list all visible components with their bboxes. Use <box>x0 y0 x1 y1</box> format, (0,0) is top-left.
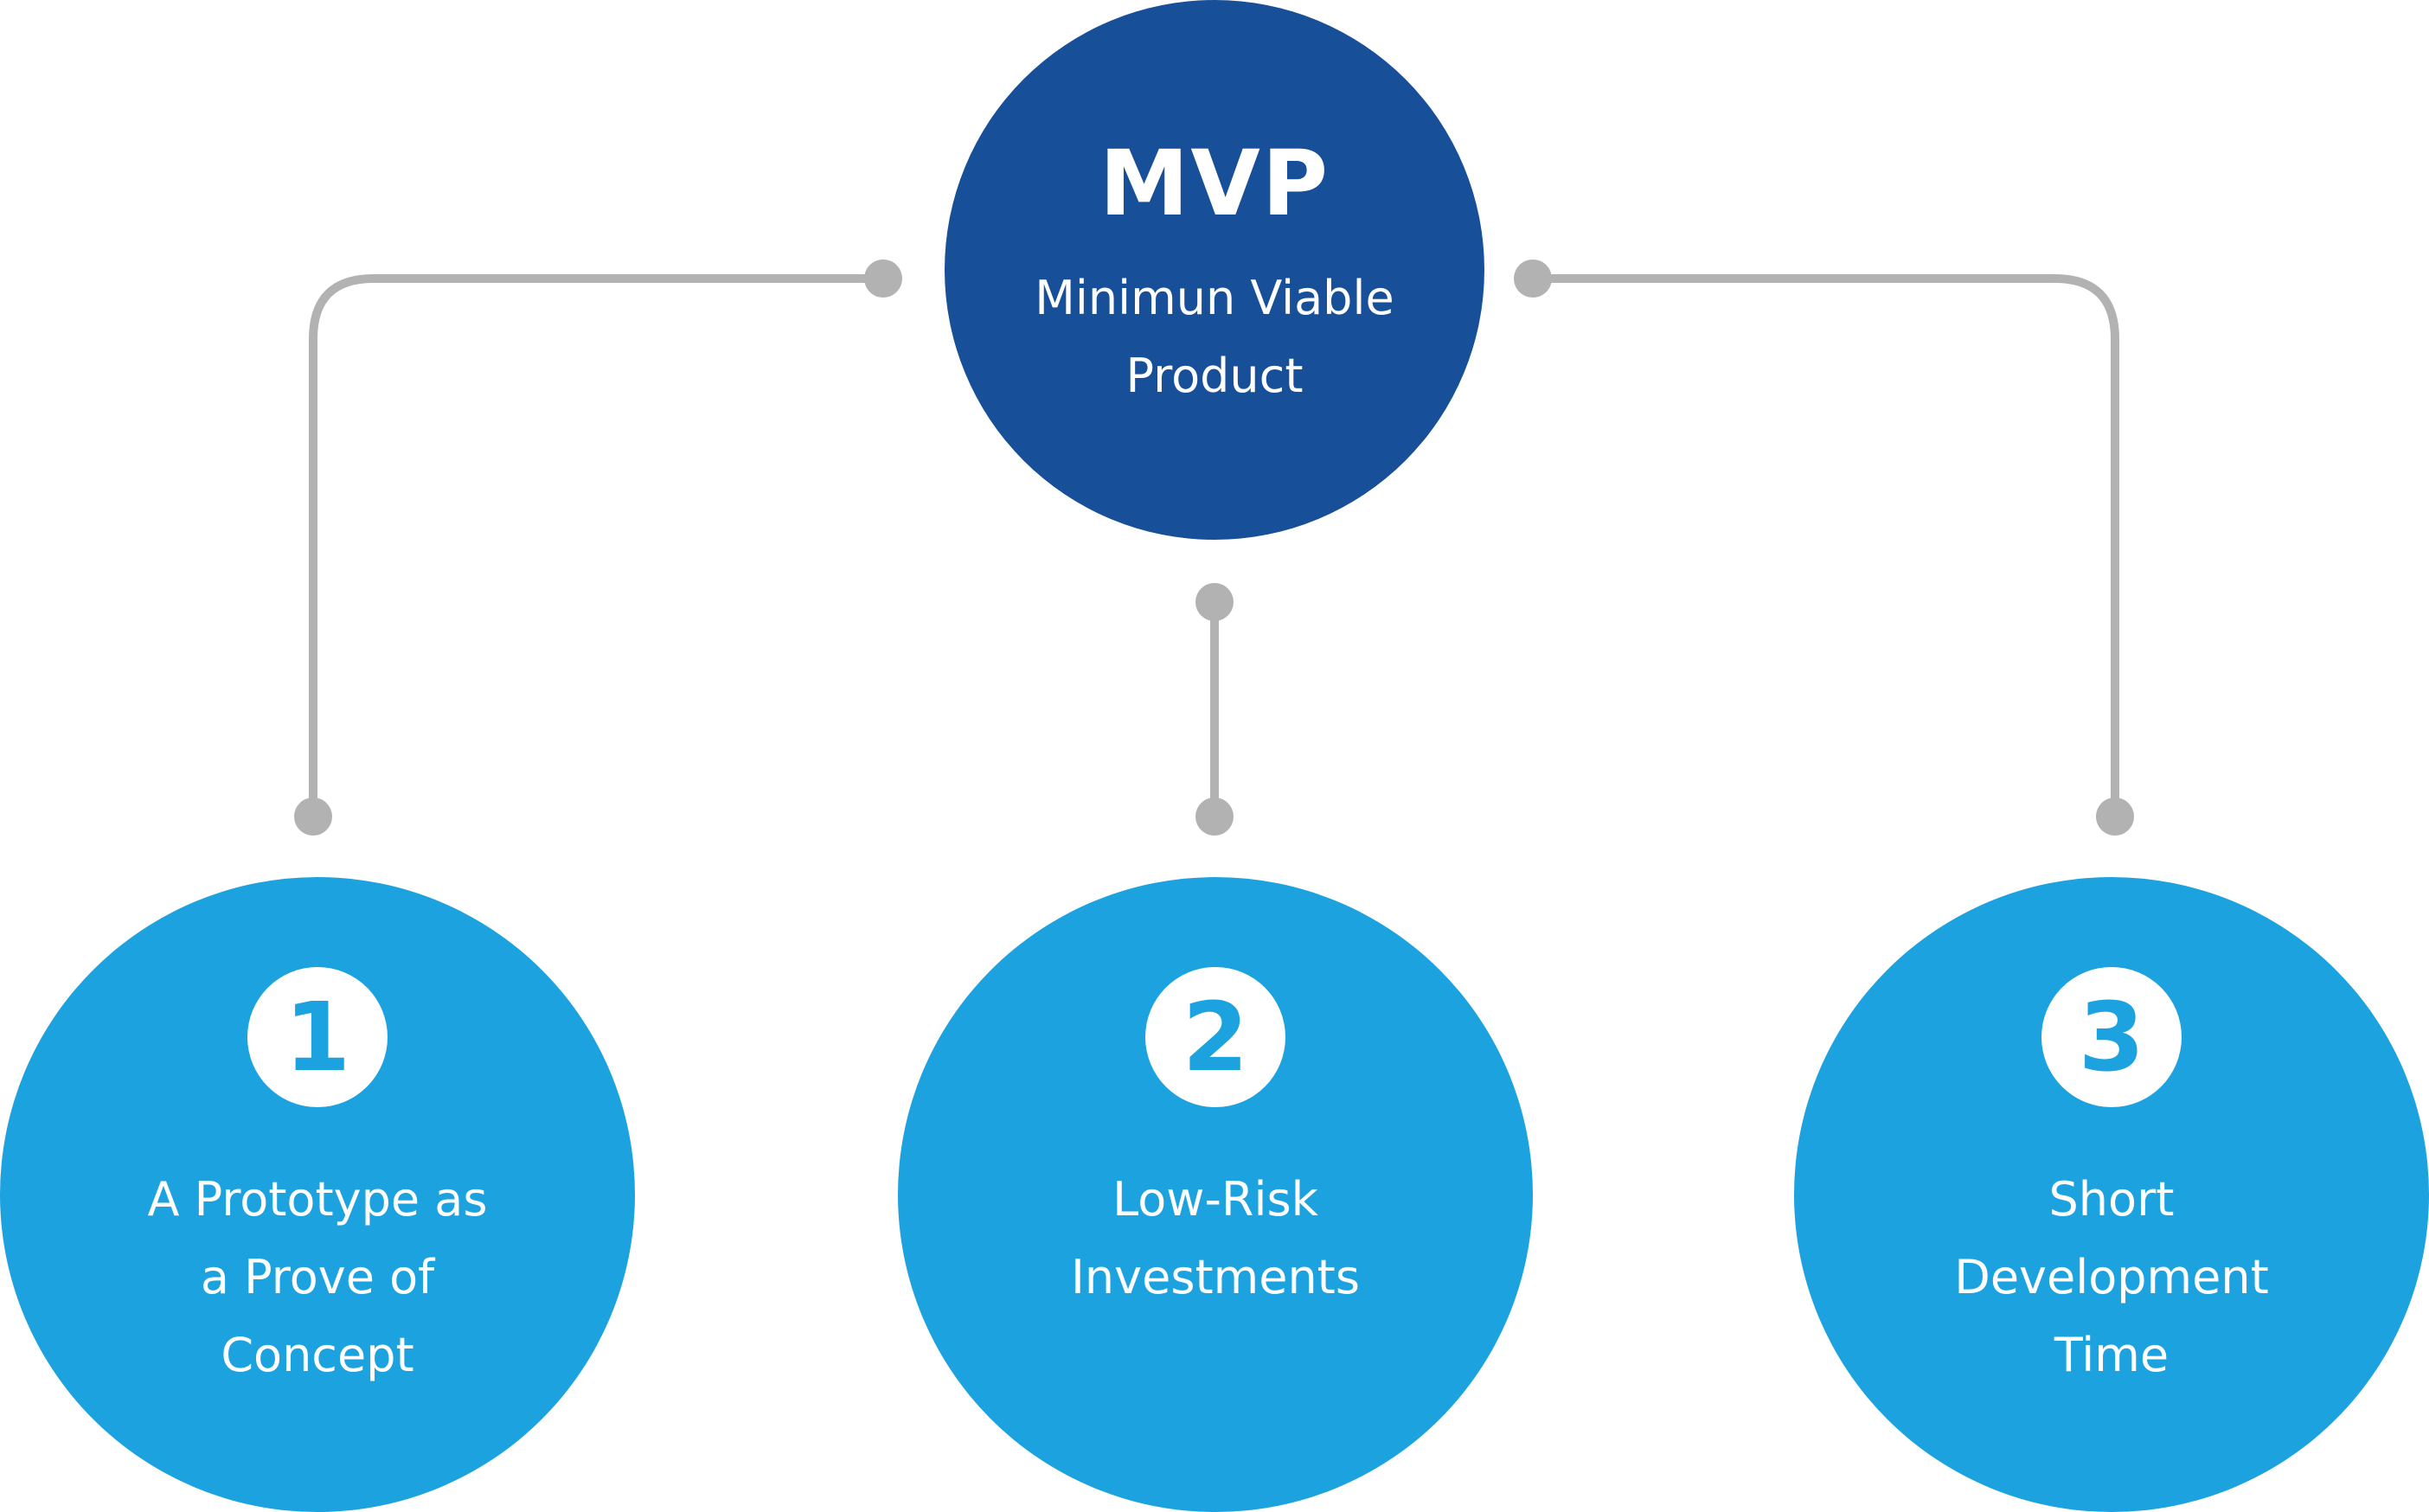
item-label-3: Short Development Time <box>1954 1172 2269 1382</box>
item-label-1: A Prototype as a Prove of Concept <box>147 1172 488 1382</box>
connector-dot <box>864 259 902 298</box>
number-badge-1: 1 <box>247 967 388 1107</box>
connector-dot <box>1514 259 1552 298</box>
mvp-main-circle: MVP Minimun Viable Product <box>945 0 1484 540</box>
connector-right <box>1529 274 2119 821</box>
item-label-2: Low-Risk Investments <box>1071 1172 1360 1304</box>
item-circle-1: 1 A Prototype as a Prove of Concept <box>0 877 635 1512</box>
connector-dot <box>1195 583 1234 621</box>
mvp-title: MVP <box>1099 131 1330 236</box>
number-badge-3: 3 <box>2041 967 2182 1107</box>
mvp-subtitle: Minimun Viable Product <box>1035 271 1394 403</box>
item-circle-2: 2 Low-Risk Investments <box>898 877 1533 1512</box>
connector-dot <box>294 798 332 836</box>
connector-left <box>309 274 888 821</box>
connector-dot <box>2096 798 2134 836</box>
number-badge-2: 2 <box>1145 967 1285 1107</box>
connector-dot <box>1195 798 1234 836</box>
item-circle-3: 3 Short Development Time <box>1794 877 2429 1512</box>
